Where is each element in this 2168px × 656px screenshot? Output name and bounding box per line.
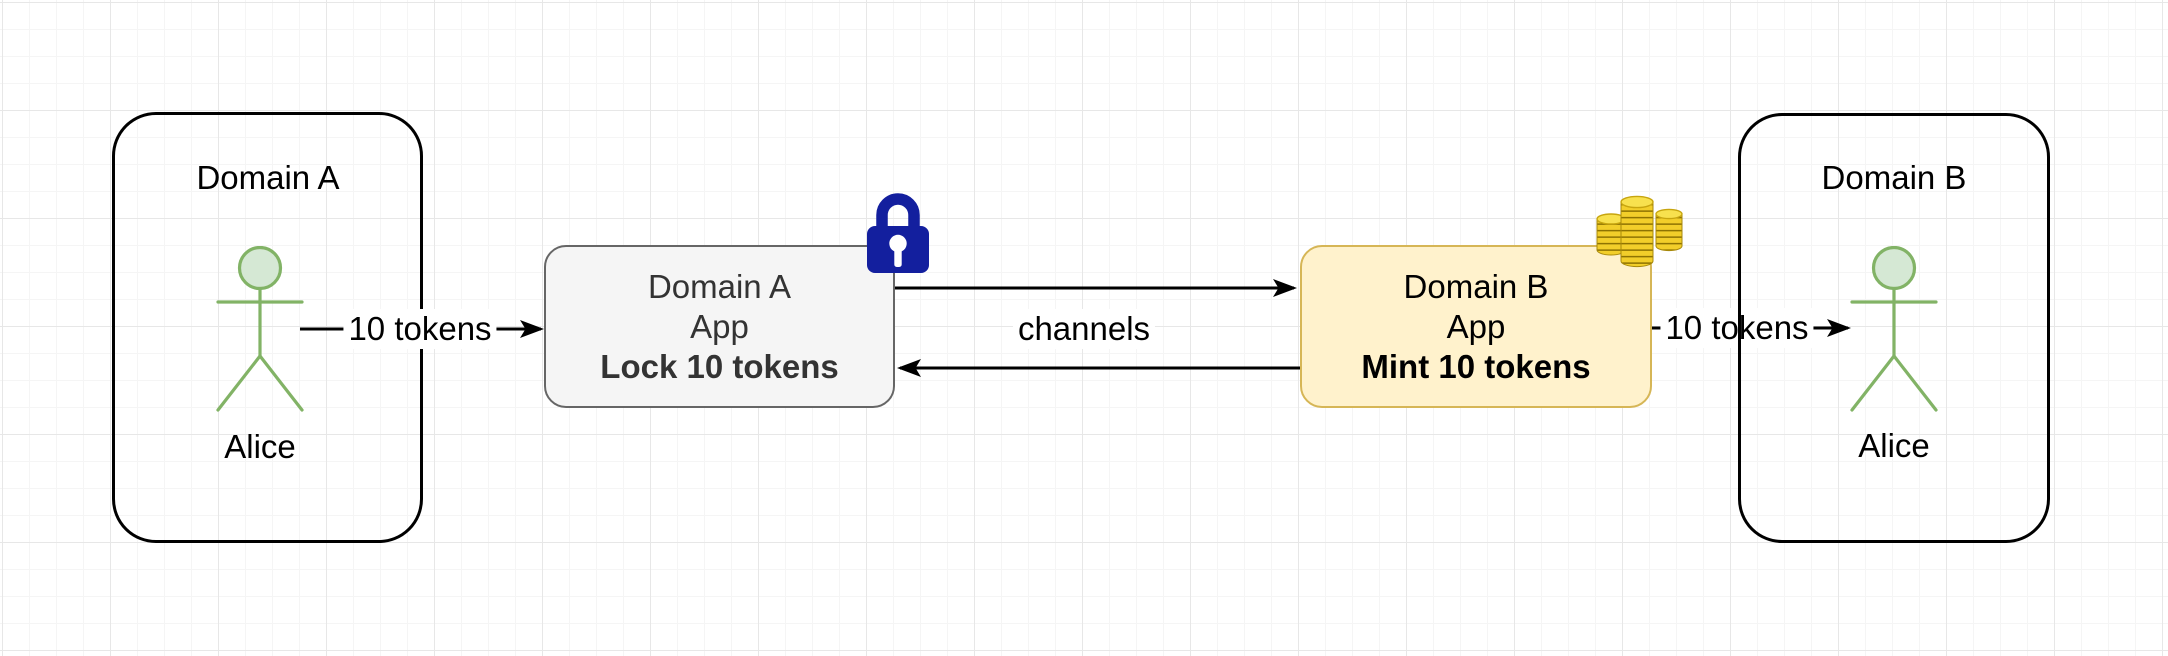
actor-b-label: Alice — [1858, 427, 1930, 464]
coin-stack-right — [1655, 208, 1683, 252]
app-a-box: Domain A App Lock 10 tokens — [544, 245, 895, 408]
actor-b-legs — [1850, 353, 1938, 412]
edge-label-10-tokens-right: 10 tokens — [1660, 308, 1814, 348]
app-a-line1: Domain A — [647, 267, 792, 305]
actor-a-head — [237, 246, 283, 291]
domain-b-boundary — [1738, 113, 2050, 543]
app-b-line3: Mint 10 tokens — [1361, 347, 1591, 385]
app-a-line2: App — [690, 307, 749, 345]
app-b-line2: App — [1446, 307, 1506, 345]
domain-b-title: Domain B — [1821, 159, 1967, 196]
actor-alice-a — [216, 246, 304, 412]
app-b-box: Domain B App Mint 10 tokens — [1300, 245, 1652, 408]
actor-b-head — [1871, 246, 1917, 291]
app-b-line1: Domain B — [1403, 267, 1549, 305]
coins-icon — [1596, 195, 1683, 268]
actor-a-legs — [216, 353, 304, 412]
domain-a-title: Domain A — [196, 159, 340, 196]
app-a-line3: Lock 10 tokens — [600, 347, 839, 385]
coin-stack-center — [1620, 195, 1654, 268]
edge-label-channels: channels — [1012, 309, 1156, 349]
actor-alice-b — [1850, 246, 1938, 412]
lock-icon — [867, 193, 929, 273]
actor-a-label: Alice — [224, 428, 296, 465]
edge-label-10-tokens-left: 10 tokens — [343, 309, 497, 349]
